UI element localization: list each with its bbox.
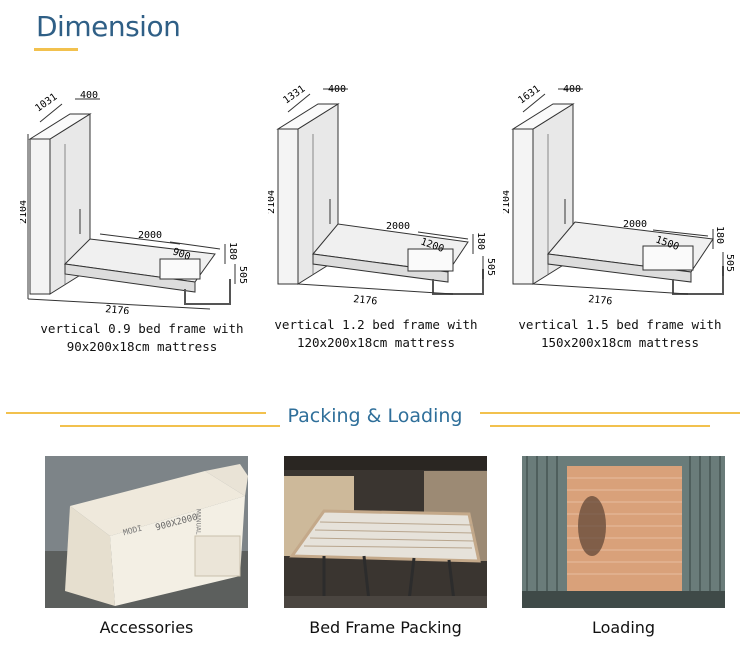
caption-line-2: 90x200x18cm mattress [66, 339, 218, 354]
caption-line-1: vertical 0.9 bed frame with [40, 321, 244, 336]
photo-loading [522, 456, 725, 608]
bed-frame-image [284, 456, 487, 608]
dim-depth-top: 1331 [281, 84, 307, 106]
rule-right-top [480, 412, 740, 414]
dim-leg: 505 [237, 266, 248, 284]
photo-accessories: MODI 900X2000 MANUAL [45, 456, 248, 608]
dim-thickness: 180 [227, 242, 238, 260]
dim-width-top: 400 [328, 84, 346, 95]
bed-diagram-1: 1031 400 2104 2000 900 180 505 2176 [18, 84, 255, 324]
photo-bed-frame [284, 456, 487, 608]
caption-line-2: 120x200x18cm mattress [296, 335, 456, 350]
bed-drawing: 1631 400 2104 2000 1500 180 505 2176 [501, 84, 735, 308]
bed-caption-2: vertical 1.2 bed frame with 120x200x18cm… [256, 316, 496, 352]
dim-depth-top: 1031 [33, 92, 59, 115]
rule-right-bottom [490, 425, 710, 427]
title-underline [34, 48, 78, 51]
dim-height: 2104 [503, 190, 512, 214]
caption-line-1: vertical 1.2 bed frame with [274, 317, 478, 332]
loading-image [522, 456, 725, 608]
bed-diagram-2: 1331 400 2104 2000 1200 180 505 2176 [266, 84, 503, 324]
dim-depth-top: 1631 [516, 84, 542, 106]
dim-total: 2176 [353, 294, 378, 307]
dim-length: 2000 [138, 230, 162, 241]
dim-height: 2104 [268, 190, 277, 214]
dim-thickness: 180 [475, 232, 486, 250]
dim-total: 2176 [105, 304, 130, 314]
dim-height: 2104 [20, 200, 29, 224]
dim-total: 2176 [588, 294, 613, 307]
bed-diagram-3: 1631 400 2104 2000 1500 180 505 2176 [501, 84, 738, 324]
rule-left-top [6, 412, 266, 414]
dim-width-top: 400 [80, 90, 98, 101]
dim-length: 2000 [623, 219, 647, 230]
box-label-manual: MANUAL [194, 508, 202, 535]
bed-drawing: 1331 400 2104 2000 1200 180 505 2176 [266, 84, 496, 308]
photo-label-loading: Loading [591, 618, 656, 637]
dim-length: 2000 [386, 221, 410, 232]
rule-left-bottom [60, 425, 280, 427]
bed-caption-3: vertical 1.5 bed frame with 150x200x18cm… [500, 316, 740, 352]
accessories-image [45, 456, 248, 608]
caption-line-2: 150x200x18cm mattress [540, 335, 700, 350]
page-title: Dimension [36, 10, 181, 43]
photo-label-accessories: Accessories [99, 618, 194, 637]
dim-width-top: 400 [563, 84, 581, 95]
bed-caption-1: vertical 0.9 bed frame with 90x200x18cm … [22, 320, 262, 356]
dim-leg: 505 [724, 254, 735, 272]
dim-thickness: 180 [714, 226, 725, 244]
section-title: Packing & Loading [287, 405, 463, 427]
bed-drawing: 1031 400 2104 2000 900 180 505 2176 [18, 90, 248, 318]
caption-line-1: vertical 1.5 bed frame with [518, 317, 722, 332]
dim-leg: 505 [485, 258, 496, 276]
photo-label-bed-frame: Bed Frame Packing [309, 618, 462, 637]
